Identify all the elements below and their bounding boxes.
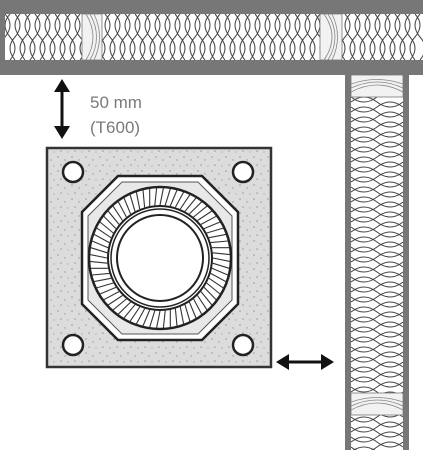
flue-opening bbox=[116, 214, 204, 302]
ceiling-timber-right bbox=[319, 13, 343, 61]
clearance-value: 50 mm bbox=[90, 93, 142, 112]
wall-insulation bbox=[351, 91, 403, 450]
wall-panel bbox=[345, 74, 409, 450]
chimney-block bbox=[45, 146, 273, 369]
corner-hole-bottom-left bbox=[61, 333, 85, 357]
top-clearance-arrow bbox=[54, 79, 70, 139]
insulation-fins bbox=[89, 187, 231, 329]
side-clearance-arrow bbox=[276, 354, 334, 370]
corner-hole-top-left bbox=[61, 160, 85, 184]
wall-timber-bottom bbox=[350, 392, 404, 416]
ceiling-panel bbox=[0, 0, 423, 75]
clearance-note: (T600) bbox=[90, 118, 140, 137]
ceiling-timber-left bbox=[81, 13, 103, 61]
wall-timber-top bbox=[350, 74, 404, 98]
corner-hole-bottom-right bbox=[231, 333, 255, 357]
corner-hole-top-right bbox=[231, 160, 255, 184]
